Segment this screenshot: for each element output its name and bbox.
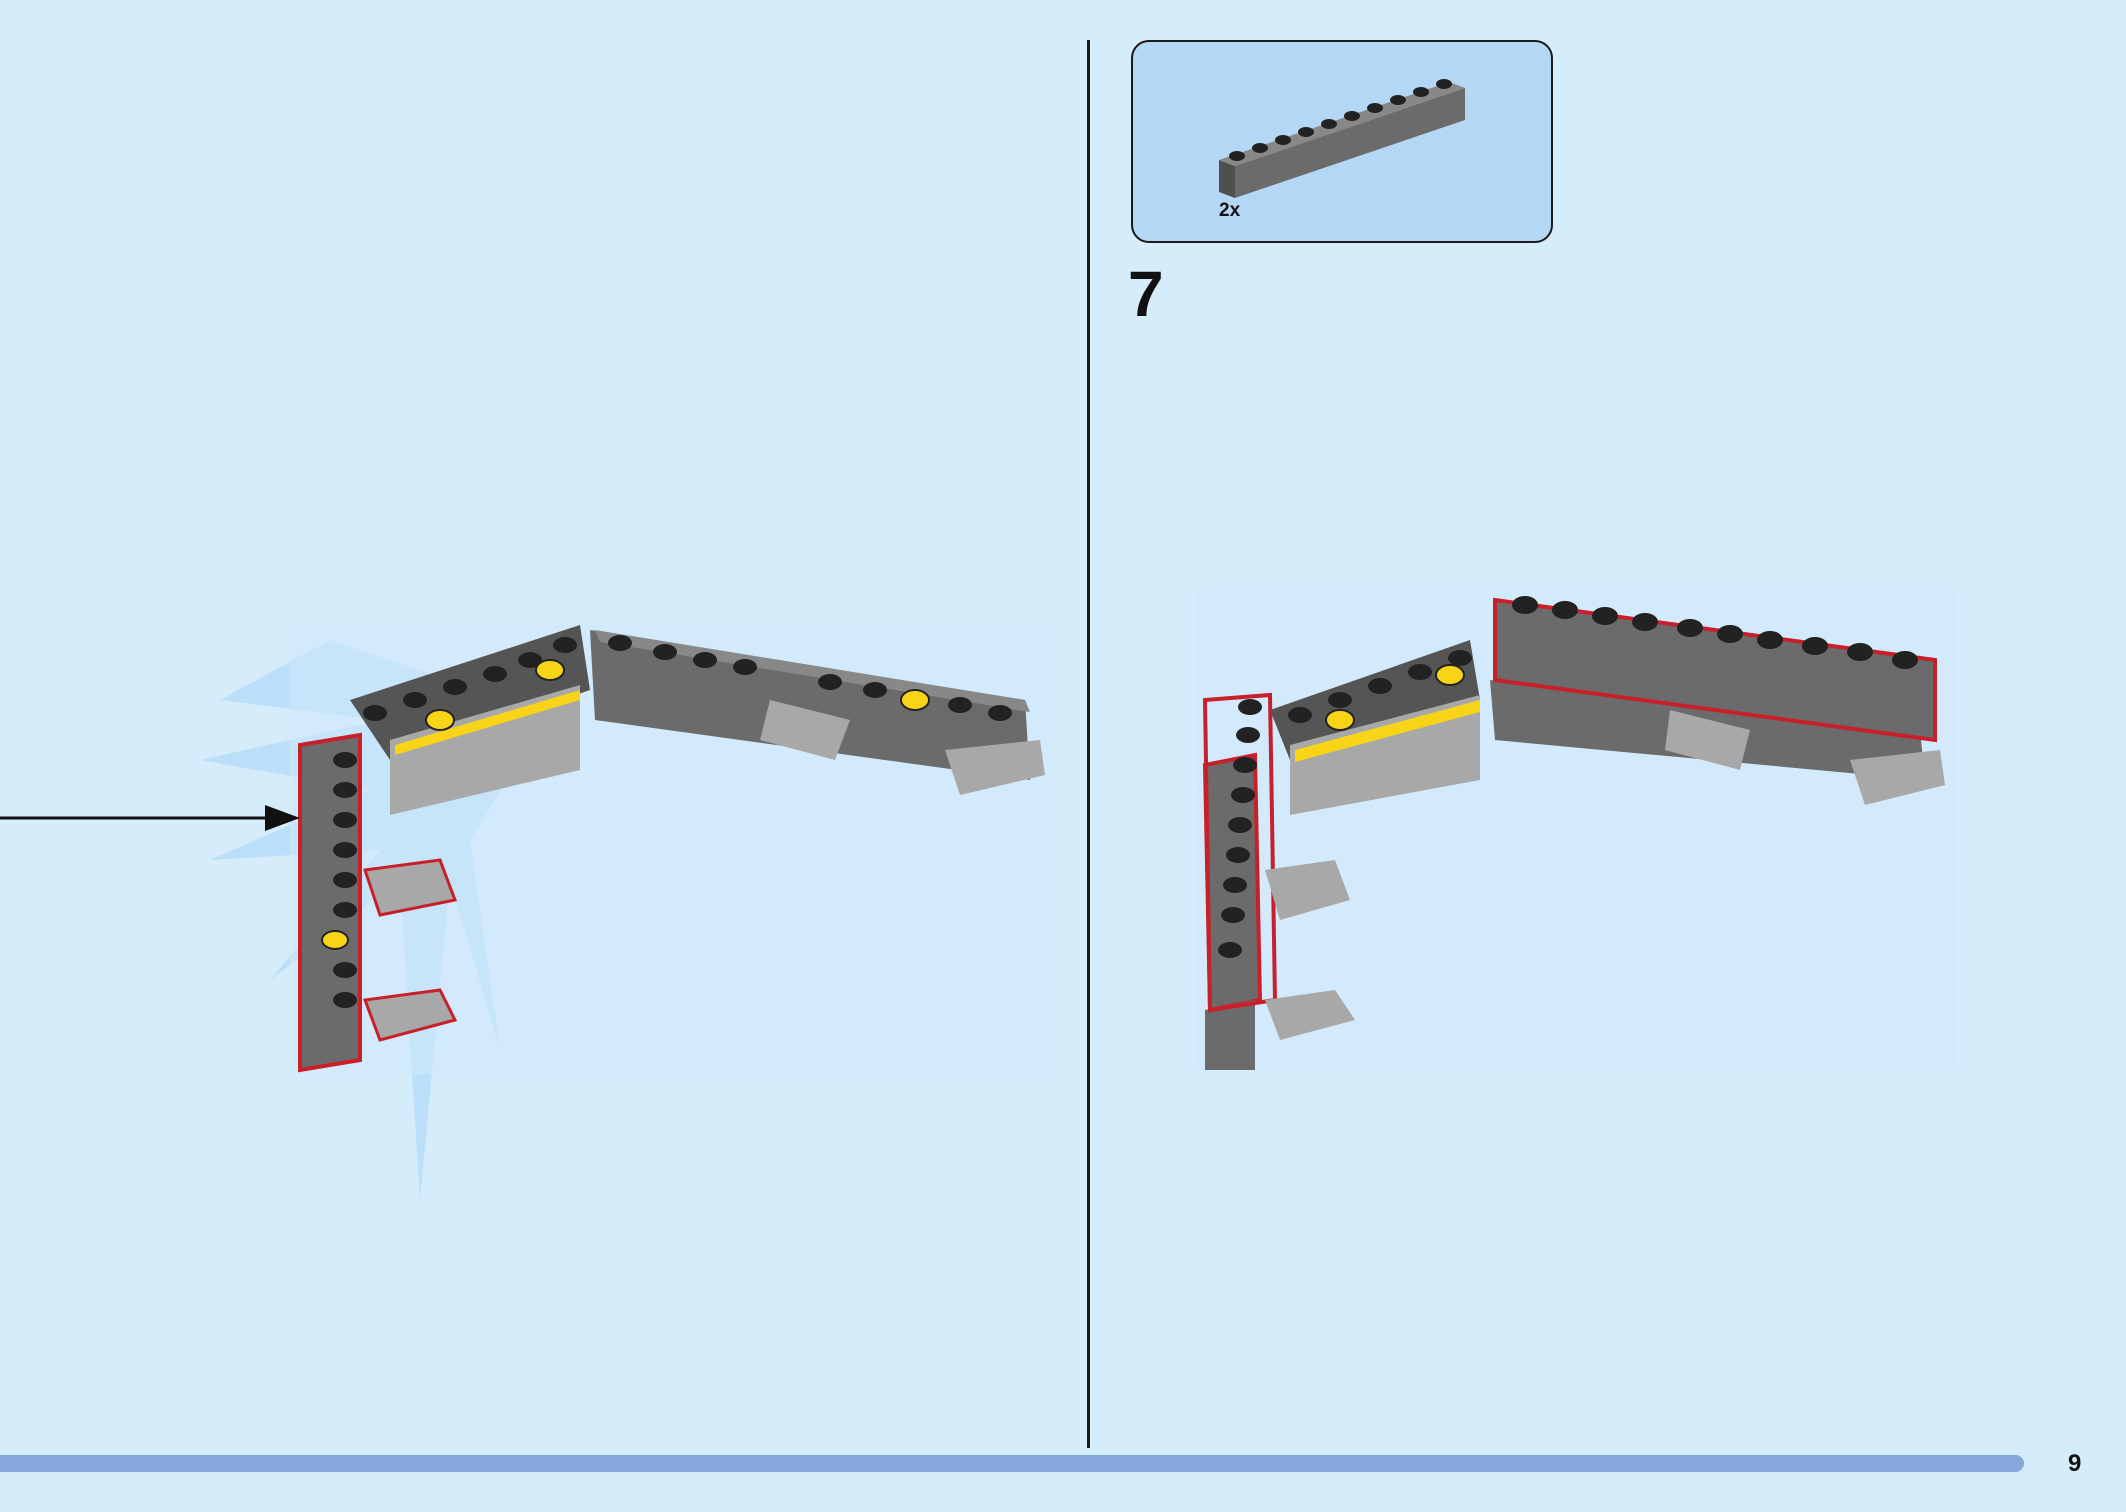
- page-number: 9: [2068, 1450, 2082, 1477]
- assembly-step-illustration: [1195, 590, 1955, 1070]
- parts-callout: 2x: [1131, 40, 1553, 243]
- new-brick-highlight: [1493, 597, 1937, 743]
- page-divider: [1087, 40, 1090, 1448]
- step-number: 7: [1128, 258, 1164, 330]
- lego-brick-1x10-dark-gray-icon: [1219, 79, 1465, 198]
- progress-bar: [0, 1455, 2024, 1472]
- assembly-previous-illustration: [0, 625, 1050, 1200]
- part-quantity: 2x: [1219, 200, 1241, 221]
